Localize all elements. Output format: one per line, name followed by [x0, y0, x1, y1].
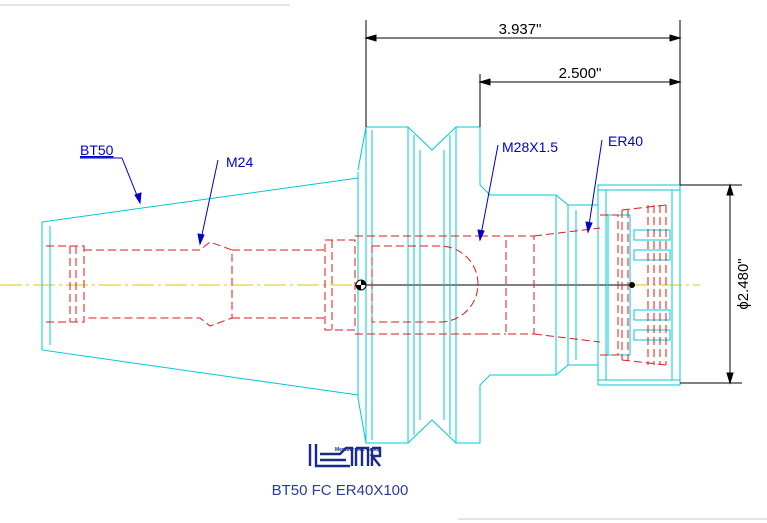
hidden-lines: [46, 204, 667, 366]
overall-length-label: 3.937": [499, 21, 542, 38]
logo-mark: [308, 444, 382, 468]
iscar-logo: Member IMC Group: [308, 444, 382, 468]
callout-m28x1-5: M28X1.5: [502, 139, 558, 155]
callout-er40: ER40: [608, 133, 643, 149]
callout-m24: M24: [226, 154, 253, 170]
logo-tagline: Member IMC Group: [335, 447, 381, 453]
gauge-length-label: 2.500": [559, 65, 602, 82]
callout-bt50: BT50: [80, 142, 114, 158]
diameter-label: ϕ2.480": [735, 258, 752, 309]
center-mark-left-fill: [356, 280, 366, 290]
callout-leaders: [80, 139, 603, 246]
part-number: BT50 FC ER40X100: [272, 482, 409, 499]
center-mark-right: [629, 282, 635, 288]
drawing-frame: [0, 4, 767, 520]
dimension-lines: [364, 20, 742, 385]
